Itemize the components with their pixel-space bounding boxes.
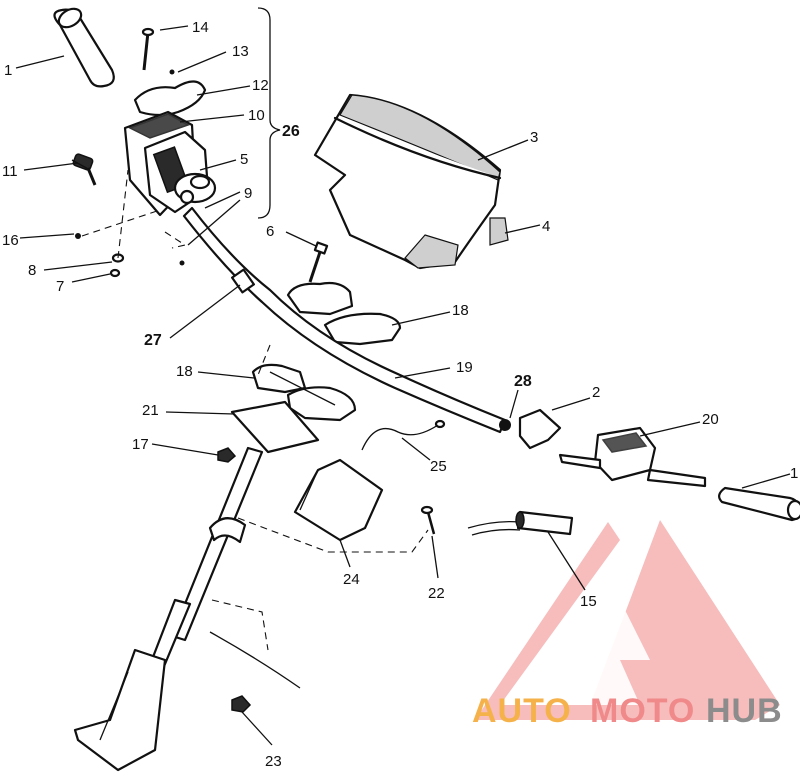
grip-left xyxy=(53,7,115,88)
label-7: 7 xyxy=(56,278,64,295)
grip-heater xyxy=(467,510,574,536)
label-1-right: 1 xyxy=(790,465,798,482)
upper-clamp-top xyxy=(286,281,402,346)
label-18-upper: 18 xyxy=(452,302,469,319)
label-17: 17 xyxy=(132,436,149,453)
watermark-hub: HUB xyxy=(706,692,783,730)
label-2: 2 xyxy=(592,384,600,401)
label-6: 6 xyxy=(266,223,274,240)
lower-clamp xyxy=(251,363,357,422)
washer-16 xyxy=(75,233,81,239)
watermark-logo xyxy=(475,520,780,720)
label-10: 10 xyxy=(248,107,265,124)
label-22: 22 xyxy=(428,585,445,602)
nut-7 xyxy=(109,268,121,278)
screw-22 xyxy=(420,505,436,535)
pivot-pin xyxy=(141,27,155,71)
label-1-left: 1 xyxy=(4,62,12,79)
label-18-lower: 18 xyxy=(176,363,193,380)
handlebar xyxy=(182,206,507,434)
wire-25 xyxy=(361,419,446,451)
callout-labels: 1 14 13 12 10 26 5 9 11 16 8 7 6 27 3 4 … xyxy=(2,19,798,770)
label-27: 27 xyxy=(144,332,162,349)
label-19: 19 xyxy=(456,359,473,376)
label-11: 11 xyxy=(2,163,18,180)
ground-line xyxy=(209,631,301,689)
clamp-2 xyxy=(518,408,562,450)
grip-right xyxy=(718,486,800,522)
bleeder-bolt xyxy=(72,153,97,186)
nut-23 xyxy=(231,695,252,713)
label-4: 4 xyxy=(542,218,550,235)
watermark-text: AUTO MOTO HUB xyxy=(472,692,783,730)
watermark-moto: MOTO xyxy=(590,692,695,730)
label-15: 15 xyxy=(580,593,597,610)
nut-17 xyxy=(217,447,237,463)
label-9: 9 xyxy=(244,185,252,202)
label-23: 23 xyxy=(265,753,282,770)
label-12: 12 xyxy=(252,77,269,94)
bolt-6 xyxy=(308,241,329,283)
label-20: 20 xyxy=(702,411,719,428)
bracket-24 xyxy=(293,458,384,542)
watermark-auto: AUTO xyxy=(472,692,572,730)
label-16: 16 xyxy=(2,232,19,249)
label-3: 3 xyxy=(530,129,538,146)
throttle-switch xyxy=(558,426,707,488)
label-5: 5 xyxy=(240,151,248,168)
label-25: 25 xyxy=(430,458,447,475)
headlight-housing xyxy=(313,93,509,270)
label-26: 26 xyxy=(282,123,300,140)
steering-column xyxy=(73,446,264,772)
watermark-triangle-inner xyxy=(560,610,650,705)
label-13: 13 xyxy=(232,43,249,60)
brake-lever xyxy=(133,80,207,117)
label-24: 24 xyxy=(343,571,360,588)
label-8: 8 xyxy=(28,262,36,279)
ring-28 xyxy=(499,419,511,431)
label-21: 21 xyxy=(142,402,159,419)
brake-housing xyxy=(123,110,217,217)
screw-9 xyxy=(179,260,185,266)
label-14: 14 xyxy=(192,19,209,36)
clip-13 xyxy=(169,69,175,75)
label-28: 28 xyxy=(514,373,532,390)
mount-plate xyxy=(230,344,320,454)
leader-lines xyxy=(15,25,791,746)
